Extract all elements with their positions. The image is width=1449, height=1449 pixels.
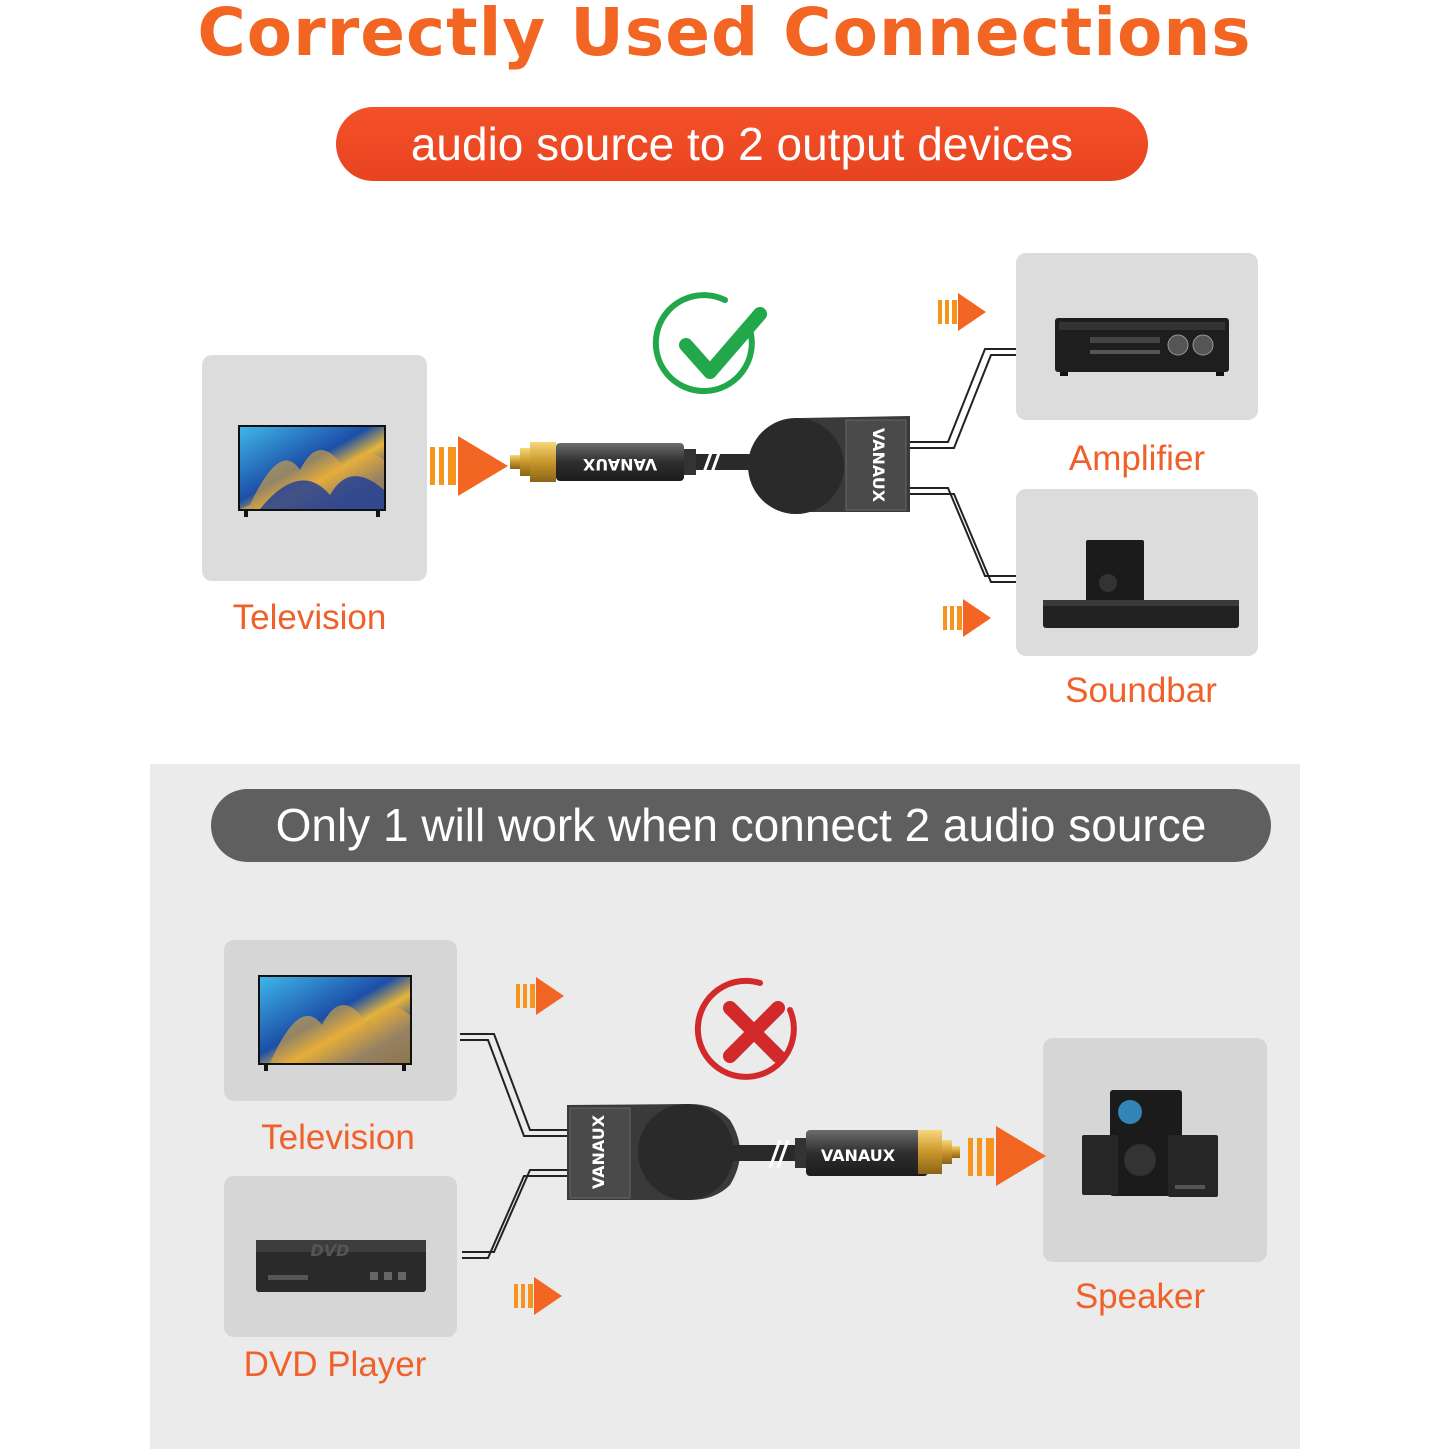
svg-text:DVD: DVD <box>311 1241 350 1260</box>
splitter-top: VANAUX <box>748 416 910 514</box>
cable-top <box>696 454 756 470</box>
label-television-bottom: Television <box>261 1118 415 1157</box>
svg-text:VANAUX: VANAUX <box>582 455 657 474</box>
output-cables-top <box>910 348 1016 583</box>
label-television-top: Television <box>232 598 387 637</box>
arrow-icon-top-input <box>430 436 508 496</box>
splitter-bottom: VANAUX <box>567 1104 740 1200</box>
label-soundbar: Soundbar <box>1065 671 1217 710</box>
cross-icon <box>694 977 797 1080</box>
optical-plug-bottom: VANAUX <box>795 1130 960 1176</box>
television-icon-bottom <box>258 975 412 1071</box>
dvd-player-icon: DVD <box>256 1240 426 1292</box>
optical-plug-top: VANAUX <box>510 442 696 482</box>
label-speaker: Speaker <box>1074 1277 1206 1316</box>
svg-text:VANAUX: VANAUX <box>821 1146 896 1165</box>
cable-bottom <box>728 1145 798 1161</box>
label-amplifier: Amplifier <box>1068 439 1206 478</box>
arrow-icon-dvd-input <box>514 1277 562 1315</box>
check-icon <box>652 292 767 395</box>
top-subtitle-pill: audio source to 2 output devices <box>336 107 1148 181</box>
arrow-icon-television-input <box>516 977 564 1015</box>
arrow-icon-speaker-output <box>968 1126 1046 1186</box>
svg-text:VANAUX: VANAUX <box>869 428 888 503</box>
input-cables-bottom <box>460 1033 567 1259</box>
soundbar-icon <box>1043 540 1239 628</box>
speaker-icon <box>1082 1090 1218 1197</box>
amplifier-icon <box>1055 318 1229 376</box>
label-dvd-player: DVD Player <box>243 1345 427 1384</box>
television-icon <box>238 425 386 517</box>
arrow-icon-amplifier <box>938 293 986 331</box>
svg-text:VANAUX: VANAUX <box>589 1114 608 1189</box>
page-title: Correctly Used Connections <box>197 0 1252 71</box>
bottom-subtitle-pill: Only 1 will work when connect 2 audio so… <box>211 789 1271 862</box>
arrow-icon-soundbar <box>943 599 991 637</box>
